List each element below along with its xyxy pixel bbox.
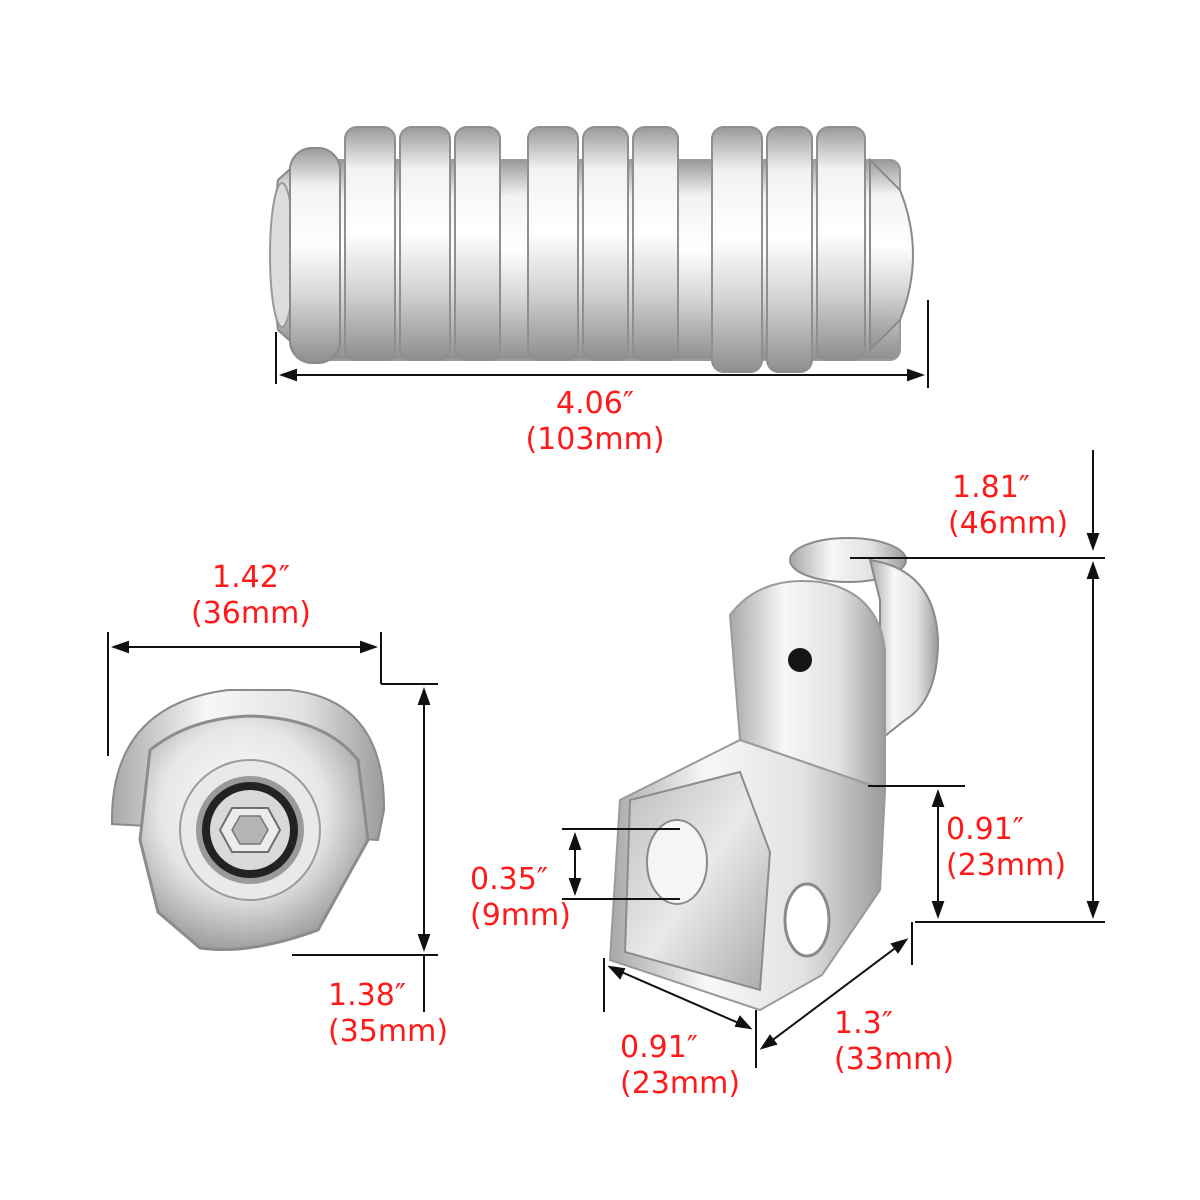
mount-dimension-lines [562, 450, 1105, 1068]
foot-peg-end-view [110, 689, 386, 951]
hole-size-mm: (9mm) [470, 898, 571, 933]
hole-size-inch: 0.35″ [470, 862, 549, 897]
end-width-label: 1.42″ (36mm) [166, 560, 336, 632]
mount-bracket-view [608, 537, 940, 1012]
peg-length-label: 4.06″ (103mm) [510, 386, 680, 458]
mount-depth-inch: 1.3″ [834, 1006, 893, 1041]
mount-depth-mm: (33mm) [834, 1042, 955, 1077]
mount-lower-height-mm: (23mm) [946, 848, 1067, 883]
end-height-mm: (35mm) [328, 1014, 449, 1049]
mount-width-inch: 0.91″ [620, 1030, 699, 1065]
mount-lower-height-label: 0.91″ (23mm) [946, 812, 1066, 884]
end-height-inch: 1.38″ [328, 978, 407, 1013]
mount-width-mm: (23mm) [620, 1066, 741, 1101]
mount-total-height-mm: (46mm) [948, 506, 1069, 541]
mount-lower-height-inch: 0.91″ [946, 812, 1025, 847]
mount-width-label: 0.91″ (23mm) [620, 1030, 740, 1102]
foot-peg-side-view [269, 126, 914, 373]
hole-size-label: 0.35″ (9mm) [470, 862, 571, 934]
peg-ribs [344, 126, 866, 373]
end-height-label: 1.38″ (35mm) [328, 978, 448, 1050]
end-width-mm: (36mm) [190, 596, 312, 631]
mount-depth-label: 1.3″ (33mm) [834, 1006, 954, 1078]
end-width-inch: 1.42″ [211, 560, 290, 595]
mount-total-height-inch: 1.81″ [952, 470, 1031, 505]
peg-length-mm: (103mm) [525, 422, 665, 457]
mount-total-height-label: 1.81″ (46mm) [948, 470, 1068, 542]
peg-length-dimension-line [275, 300, 929, 388]
end-view-dimension-lines [107, 632, 438, 1012]
peg-length-inch: 4.06″ [555, 386, 634, 421]
